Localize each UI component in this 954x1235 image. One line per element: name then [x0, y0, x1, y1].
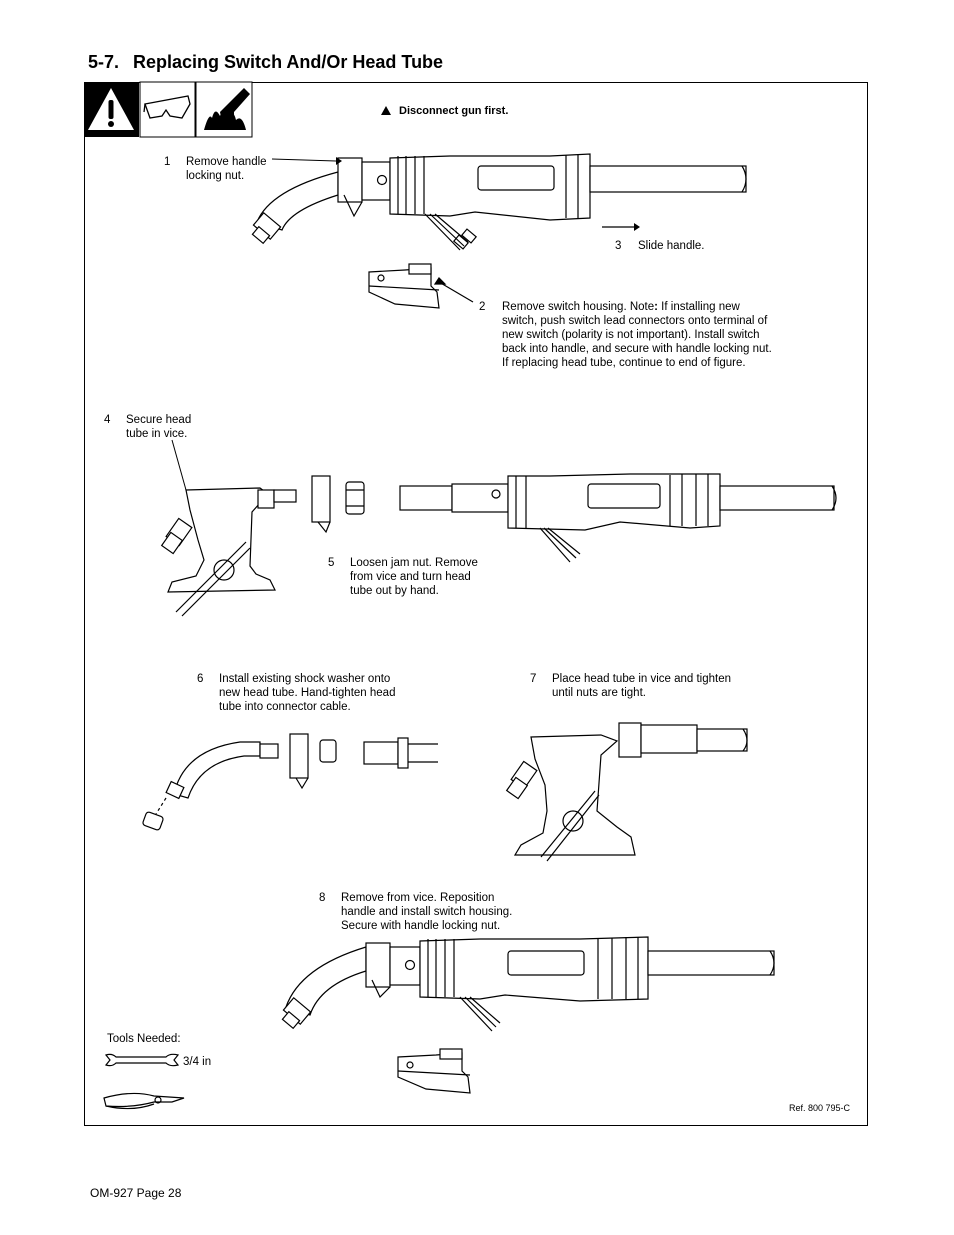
warning-icon: [84, 82, 139, 137]
section-number: 5-7.: [88, 52, 120, 72]
reference-number: Ref. 800 795-C: [789, 1103, 851, 1113]
step-2-number: 2: [479, 301, 486, 313]
step-8-number: 8: [319, 892, 326, 904]
pliers-icon: [103, 1092, 185, 1110]
step-1-number: 1: [164, 156, 171, 168]
step-4-text: Secure head tube in vice.: [126, 414, 192, 440]
step1-leader-line: [271, 157, 342, 165]
step-5-text: Loosen jam nut. Remove from vice and tur…: [350, 557, 478, 597]
step-4-number: 4: [104, 414, 111, 426]
slide-arrow-icon: [602, 223, 640, 231]
safety-glasses-icon: [139, 81, 196, 138]
wrench-size: 3/4 in: [183, 1056, 212, 1068]
section-title: 5-7. Replacing Switch And/Or Head Tube: [88, 52, 443, 73]
page-footer: OM-927 Page 28: [90, 1186, 182, 1200]
head-tube-drawing: [142, 733, 438, 831]
gun-drawing-bottom: [281, 936, 775, 1032]
step-8-text: Remove from vice. Reposition handle and …: [341, 892, 513, 932]
gun-drawing-top: [251, 153, 747, 251]
tools-heading: Tools Needed:: [107, 1033, 181, 1045]
safety-icons: [84, 81, 253, 138]
wrench-icon: [104, 1053, 180, 1067]
step-6-text: Install existing shock washer onto new h…: [219, 673, 396, 713]
step-7-number: 7: [530, 673, 537, 685]
warning-note: Disconnect gun first.: [381, 105, 508, 117]
step-2-text: Remove switch housing. Note: If installi…: [502, 301, 772, 369]
vice-drawing: [160, 473, 837, 617]
step-7-text: Place head tube in vice and tighten unti…: [552, 673, 732, 699]
switch-housing-bottom-drawing: [397, 1048, 471, 1094]
vice-tighten-drawing: [505, 722, 748, 862]
step-6-number: 6: [197, 673, 204, 685]
hot-parts-icon: [195, 81, 253, 138]
step4-leader-line: [171, 439, 187, 491]
step-3-text: Slide handle.: [638, 240, 705, 252]
step-5-number: 5: [328, 557, 335, 569]
step-1-text: Remove handle locking nut.: [186, 156, 267, 182]
section-heading: Replacing Switch And/Or Head Tube: [133, 52, 444, 72]
warning-triangle-icon: [381, 106, 391, 115]
figure-frame: [84, 82, 868, 1126]
warning-text: Disconnect gun first.: [399, 105, 509, 117]
step-3-number: 3: [615, 240, 622, 252]
switch-housing-drawing: [368, 263, 474, 309]
